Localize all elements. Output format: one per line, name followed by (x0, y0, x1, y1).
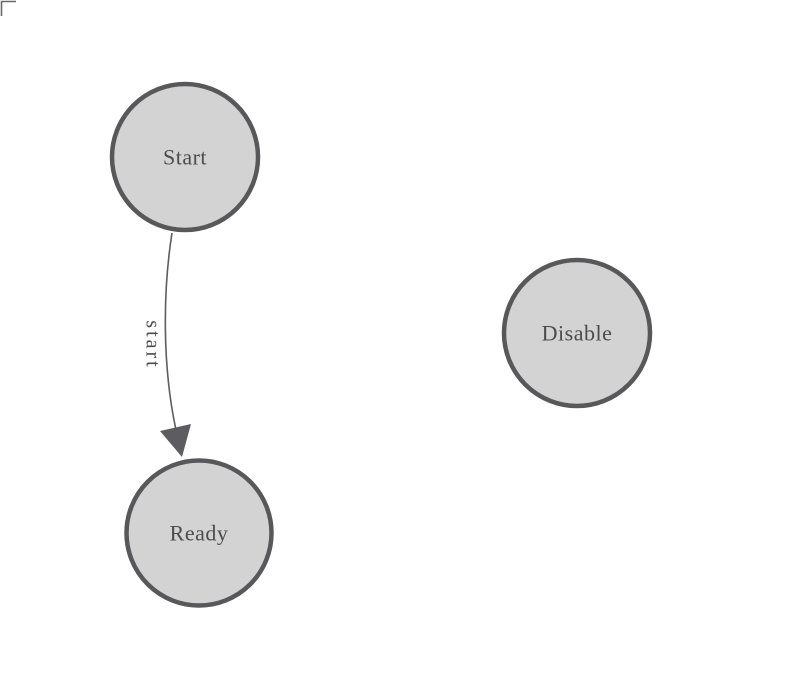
state-node-disable[interactable]: Disable (501, 257, 653, 409)
transition-label[interactable]: start (142, 320, 164, 369)
state-node-disable-label: Disable (542, 321, 613, 346)
state-node-ready-label: Ready (170, 521, 229, 546)
state-node-start-circle (109, 81, 261, 233)
state-node-ready[interactable]: Ready (124, 458, 274, 608)
state-node-disable-circle (501, 257, 653, 409)
state-node-ready-circle (124, 458, 274, 608)
transition-start-to-ready: start (142, 232, 191, 457)
transition-path[interactable] (164, 232, 177, 431)
canvas-origin-corner-icon (0, 0, 16, 16)
transition-arrowhead-icon (160, 424, 191, 457)
state-node-start-label: Start (163, 145, 207, 170)
state-node-start[interactable]: Start (109, 81, 261, 233)
